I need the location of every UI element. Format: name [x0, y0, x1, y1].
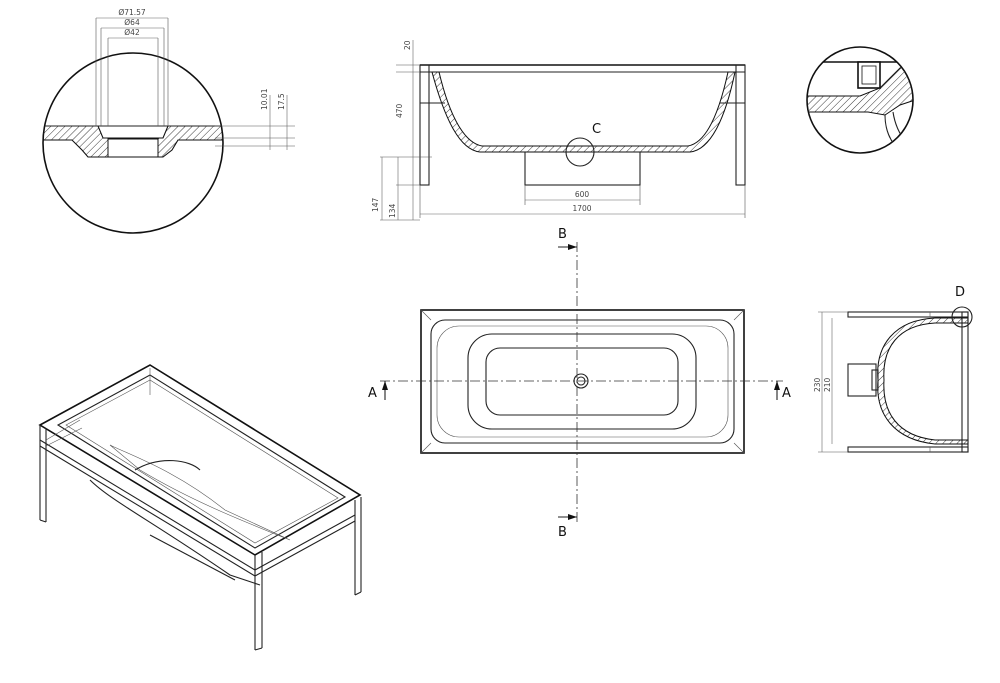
tub-shell-section: [431, 71, 736, 153]
tub-basin-outer: [467, 333, 697, 430]
isometric-view: [38, 364, 362, 651]
drain-detail-view: Ø71.57 Ø64 Ø42 10.01 17.5: [42, 8, 295, 234]
section-a-left-label: A: [368, 386, 377, 401]
section-b-bottom-label: B: [558, 525, 567, 540]
iso-rim-inner: [56, 374, 347, 549]
section-a-right-label: A: [782, 386, 791, 401]
dim-base: 134: [388, 203, 397, 218]
dim-inner-diameter: Ø42: [124, 28, 140, 37]
dim-depth: 470: [395, 103, 404, 118]
dim-total: 147: [371, 197, 380, 212]
side-section-view: C 20 470 147 134 600 1700: [371, 40, 746, 221]
iso-rim-outer: [38, 364, 362, 556]
detail-d-label: D: [955, 285, 965, 300]
tub-inner-rim: [430, 319, 735, 444]
dim-rim: 20: [403, 40, 412, 50]
section-b-top-label: B: [558, 227, 567, 242]
rim-corner-detail-view: [806, 46, 914, 154]
dim-end-outer: 230: [813, 377, 822, 392]
dim-length: 1700: [572, 204, 591, 213]
detail-circle: [42, 52, 224, 234]
tub-outer-rim: [420, 309, 745, 454]
end-shell-section: [877, 317, 969, 445]
tub-basin-floor: [485, 347, 679, 416]
base-support: [524, 151, 641, 186]
dim-height-1: 10.01: [260, 88, 269, 110]
leg-right: [735, 64, 746, 186]
detail-d-marker: [951, 306, 973, 328]
dim-outer-diameter: Ø71.57: [118, 8, 146, 17]
detail-c-marker: [565, 137, 595, 167]
plan-top-view: A A B B: [368, 227, 791, 540]
dim-mid-diameter: Ø64: [124, 18, 140, 27]
dim-base-width: 600: [575, 190, 590, 199]
dim-end-inner: 210: [823, 377, 832, 392]
dim-height-2: 17.5: [277, 93, 286, 110]
end-section-view: D 230 210: [813, 285, 973, 453]
detail-c-label: C: [592, 122, 601, 137]
leg-left: [419, 64, 430, 186]
